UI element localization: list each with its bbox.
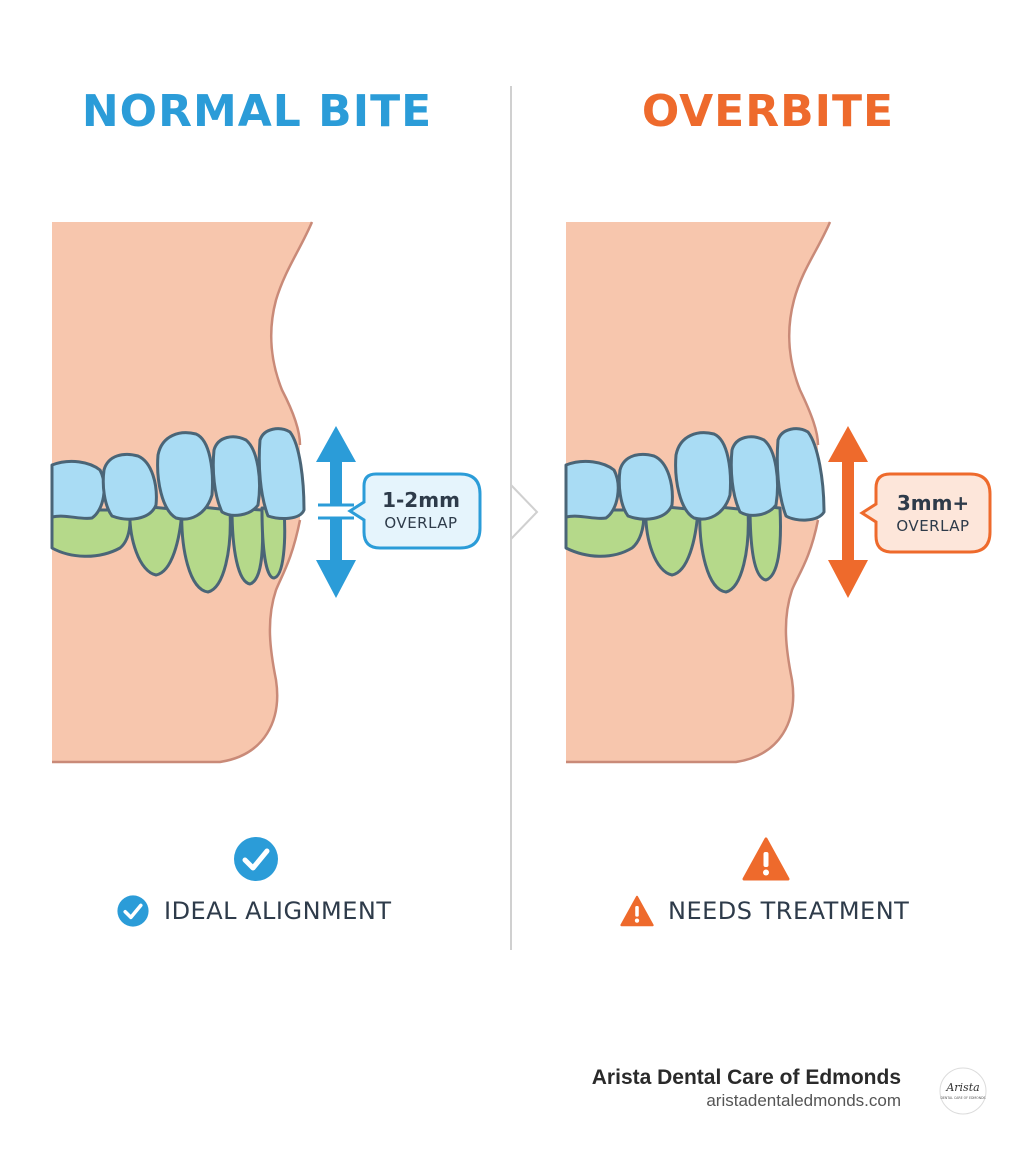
brand-logo: Arista DENTAL CARE OF EDMONDS: [939, 1067, 987, 1115]
overbite-upper-teeth: [564, 427, 826, 522]
brand-name: Arista Dental Care of Edmonds: [591, 1066, 901, 1089]
svg-text:DENTAL CARE OF EDMONDS: DENTAL CARE OF EDMONDS: [940, 1096, 985, 1100]
ideal-alignment-text: IDEAL ALIGNMENT: [164, 897, 392, 925]
overbite-title: OVERBITE: [641, 86, 895, 137]
overbite-measure-arrow: [828, 426, 868, 598]
svg-text:Arista: Arista: [945, 1081, 979, 1094]
overbite-overlap-label: OVERLAP: [896, 517, 970, 535]
normal-overlap-value: 1-2mm: [382, 488, 460, 512]
needs-treatment-text: NEEDS TREATMENT: [668, 897, 910, 925]
center-divider: [510, 86, 512, 950]
normal-bite-title: NORMAL BITE: [81, 86, 433, 137]
divider-chevron-icon: [510, 484, 539, 540]
check-circle-icon: [234, 837, 278, 881]
overbite-overlap-text: 3mm+ OVERLAP: [878, 493, 988, 534]
check-circle-icon: [117, 895, 149, 927]
overbite-lower-teeth: [564, 503, 782, 594]
overbite-overlap-callout: [859, 472, 992, 554]
brand-url[interactable]: aristadentaledmonds.com: [706, 1091, 901, 1110]
normal-overlap-callout: [347, 472, 482, 550]
normal-overlap-label: OVERLAP: [384, 514, 458, 532]
warning-triangle-icon: [742, 837, 790, 881]
normal-overlap-text: 1-2mm OVERLAP: [366, 490, 476, 531]
overbite-overlap-value: 3mm+: [896, 491, 970, 515]
normal-bite-upper-teeth: [50, 427, 306, 521]
ideal-alignment-status: IDEAL ALIGNMENT: [116, 892, 392, 930]
warning-triangle-icon: [620, 895, 654, 927]
normal-bite-measure-arrow: [316, 426, 356, 598]
needs-treatment-status: NEEDS TREATMENT: [620, 892, 909, 930]
